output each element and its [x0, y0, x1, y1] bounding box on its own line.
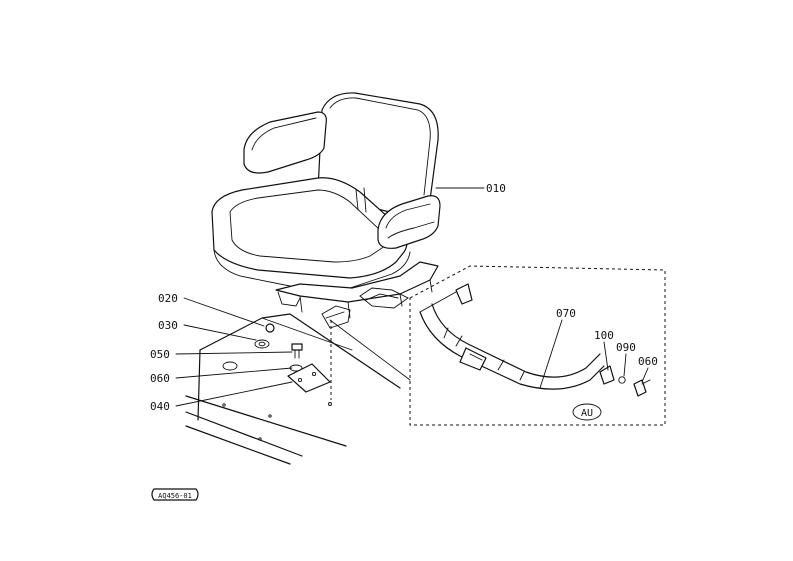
- drawing-code-text: AQ456-01: [158, 492, 192, 500]
- seat-assembly: [211, 92, 441, 329]
- part-label-020: 020: [158, 292, 178, 305]
- variant-tag: AU: [581, 408, 593, 419]
- drawing-code-badge: AQ456-01: [151, 488, 199, 501]
- seatbelt-detail: [409, 265, 666, 426]
- part-label-070: 070: [556, 307, 576, 320]
- seat-mount-hardware: [254, 320, 332, 406]
- part-label-060-left: 060: [150, 372, 170, 385]
- part-labels: 010 020 030 050 060 040 070 100 090 060 …: [150, 182, 658, 419]
- floor-platform: [185, 313, 411, 465]
- part-label-050: 050: [150, 348, 170, 361]
- leader-lines: [175, 187, 649, 407]
- part-label-040: 040: [150, 400, 170, 413]
- part-label-010: 010: [486, 182, 506, 195]
- part-label-090: 090: [616, 341, 636, 354]
- part-label-100: 100: [594, 329, 614, 342]
- part-label-060-right: 060: [638, 355, 658, 368]
- part-label-030: 030: [158, 319, 178, 332]
